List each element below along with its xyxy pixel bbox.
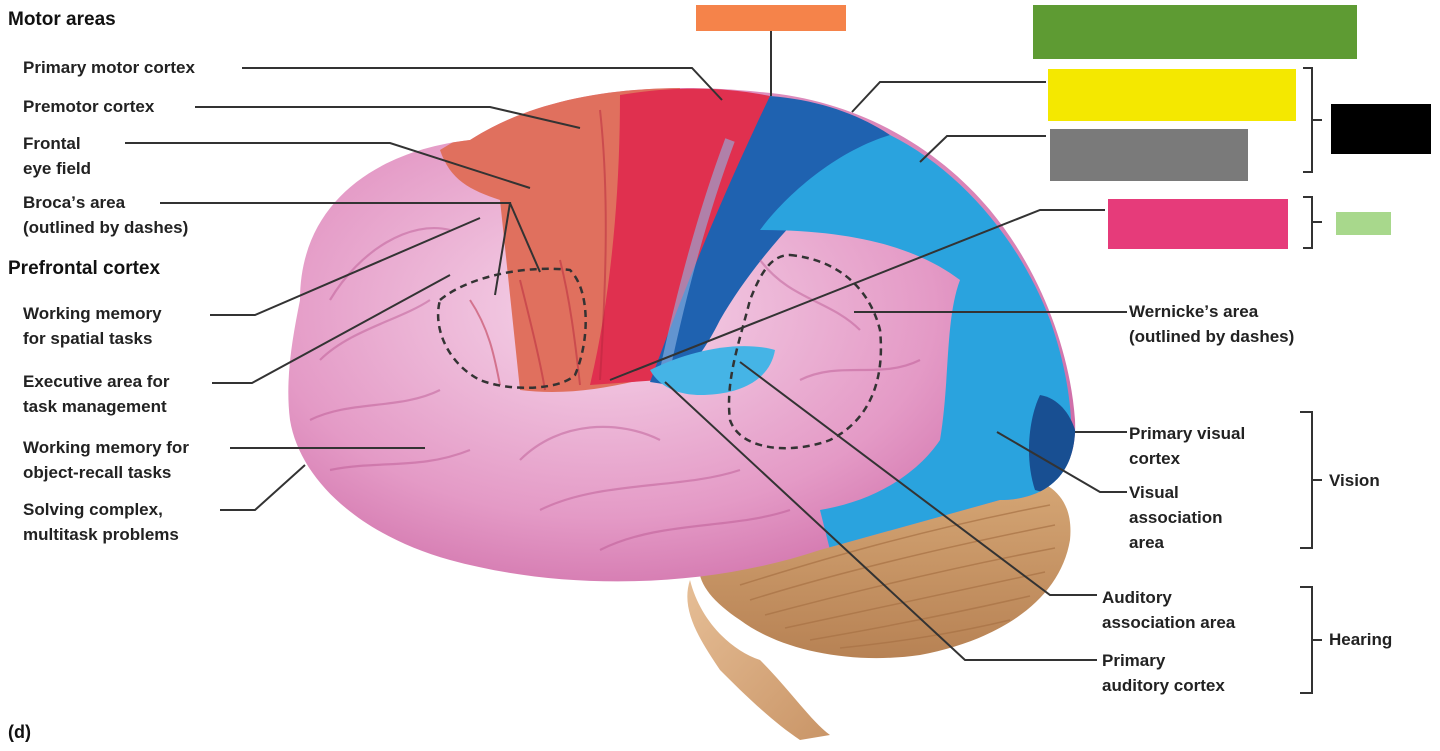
label-primary-auditory-cortex: Primary auditory cortex [1102, 651, 1225, 695]
answer-box-green[interactable] [1033, 5, 1357, 59]
answer-box-yellow[interactable] [1048, 69, 1296, 121]
answer-box-gray[interactable] [1050, 129, 1248, 181]
parietal-association-region [760, 135, 1072, 550]
label-wernickes-area: Wernickeʼs area (outlined by dashes) [1129, 302, 1295, 346]
motor-areas-header: Motor areas [8, 9, 116, 30]
leader-lines [125, 30, 1127, 661]
label-vision-group: Vision [1329, 471, 1380, 490]
label-working-memory-spatial: Working memory for spatial tasks [23, 304, 162, 348]
label-frontal-eye-field: Frontal eye field [23, 134, 92, 178]
brainstem [687, 580, 830, 740]
label-working-memory-object: Working memory for object-recall tasks [23, 438, 189, 482]
auditory-region [650, 346, 775, 395]
panel-label: (d) [8, 722, 31, 742]
answer-box-light-green[interactable] [1336, 212, 1391, 235]
label-premotor-cortex: Premotor cortex [23, 97, 155, 116]
answer-box-magenta[interactable] [1108, 199, 1288, 249]
wernicke-outline [727, 253, 883, 450]
label-hearing-group: Hearing [1329, 630, 1393, 649]
label-primary-motor-cortex: Primary motor cortex [23, 58, 195, 77]
label-brocas-area: Brocaʼs area (outlined by dashes) [23, 193, 189, 237]
label-executive-area: Executive area for task management [23, 372, 170, 416]
answer-box-black[interactable] [1331, 104, 1431, 154]
label-solving-complex: Solving complex, multitask problems [23, 500, 179, 544]
label-visual-association-area: Visual association area [1129, 483, 1223, 552]
answer-box-orange[interactable] [696, 5, 846, 31]
group-brackets [1300, 67, 1322, 694]
label-auditory-association-area: Auditory association area [1102, 588, 1236, 632]
prefrontal-cortex-header: Prefrontal cortex [8, 258, 161, 279]
broca-outline [436, 267, 587, 390]
label-primary-visual-cortex: Primary visual cortex [1129, 424, 1246, 468]
